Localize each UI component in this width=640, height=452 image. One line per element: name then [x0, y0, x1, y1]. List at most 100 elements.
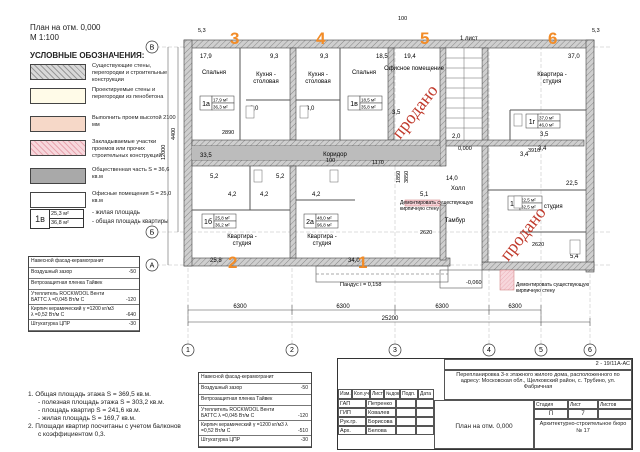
- axis-label: 1: [186, 347, 190, 354]
- legend-item-text: Существующие стены, перегородки и строит…: [92, 63, 168, 83]
- axis-bubble: [145, 40, 159, 54]
- wall-layer-label: Кирпич керамический γ =1200 кг/м3 λ =0,5…: [201, 422, 288, 434]
- title-block-name: Белова: [366, 426, 396, 435]
- dimension-text: 6300: [435, 304, 449, 310]
- sheet-label: Лист: [568, 400, 598, 409]
- apartment-number: 2: [228, 253, 237, 272]
- area-value: 5,2: [210, 174, 219, 180]
- apt-tag-living: 48,0 м²: [317, 216, 332, 221]
- sheet-title: План на отм. 0,000: [434, 400, 534, 449]
- wall-layer-row: Утеплитель ROCKWOOL Венти БАТТС λ =0,045…: [29, 290, 139, 305]
- title-block-name: Петренко: [366, 399, 396, 408]
- apt-tag-total: 36,3 м²: [213, 105, 228, 110]
- axis-label: 3: [393, 347, 397, 354]
- note-line: 2. Площади квартир посчитаны с учетом ба…: [28, 423, 181, 430]
- title-block-cell: [416, 417, 434, 426]
- title-block-col: №док: [384, 389, 400, 399]
- sold-stamp: продано: [495, 203, 549, 265]
- room-area: 17,9: [200, 54, 212, 60]
- apt-tag-total: 32,5 м²: [521, 205, 536, 210]
- area-value: 3,5: [392, 110, 401, 116]
- wall-layer-label: Штукатурка ЦПР: [31, 321, 71, 327]
- room-name: столовая: [253, 79, 279, 85]
- wall-layer-thickness: -50: [128, 269, 136, 275]
- partitions: [192, 48, 586, 233]
- tag-explain-2: - общая площадь квартиры: [92, 219, 169, 225]
- axis-label: 5: [539, 347, 543, 354]
- apt-tag-num: 1б: [204, 218, 212, 226]
- floor-notes: 1. Общая площадь этажа S = 369,5 кв.м. - …: [28, 391, 188, 439]
- sheets-value: [598, 409, 632, 419]
- axis-label: 4: [487, 347, 491, 354]
- dimension-text: 25200: [382, 316, 399, 322]
- axis-bubble: [145, 225, 159, 239]
- area-value: 3,4: [538, 146, 547, 152]
- area-value: 5,4: [570, 254, 579, 260]
- corridor-fill: [192, 146, 440, 160]
- room-name: Квартира -: [227, 234, 257, 240]
- room-name: студия: [233, 241, 252, 247]
- fixtures: [245, 105, 581, 255]
- room-name: Тамбур: [445, 218, 466, 224]
- axis-bubble: [145, 258, 159, 272]
- title-block-col: Подп.: [400, 389, 418, 399]
- wall-layer-thickness: -120: [125, 297, 136, 303]
- area-value: 4,2: [260, 192, 269, 198]
- room-name: Коридор: [323, 152, 347, 158]
- wall-layer-label: Навесной фасад-керамогранит: [31, 258, 104, 264]
- axis-bubble: [181, 343, 195, 357]
- title-block-role: ГИП: [338, 408, 366, 417]
- dimension-text: 4400: [171, 128, 177, 140]
- title-block-col: Кол.уч: [352, 389, 370, 399]
- apt-tag-living: 37,0 м²: [539, 116, 554, 121]
- room-name: Спальня: [202, 70, 226, 76]
- room-area: 34,0: [348, 258, 360, 264]
- sheet-ref: 1 лист: [460, 36, 478, 42]
- note-line: 1. Общая площадь этажа S = 369,5 кв.м.: [28, 391, 151, 398]
- apt-tag-total: 35,8 м²: [361, 105, 376, 110]
- apartment-number: 4: [316, 29, 326, 48]
- axis-label: В: [150, 45, 155, 52]
- room-name: Кухня -: [256, 72, 276, 78]
- title-block-cell: [416, 399, 434, 408]
- axis-bubble: [482, 343, 496, 357]
- room-name: Квартира -: [537, 72, 567, 78]
- area-value: 5,1: [420, 192, 429, 198]
- title-block-cell: [396, 426, 416, 435]
- room-name: студия: [543, 79, 562, 85]
- title-block-cell: [416, 408, 434, 417]
- dimension-text: 5,3: [592, 28, 600, 34]
- note-line: - жилая площадь S = 169,7 кв.м.: [38, 415, 136, 422]
- legend-swatch: [30, 88, 86, 104]
- dimension-text: -0,060: [466, 280, 482, 286]
- axis-label: 6: [588, 347, 592, 354]
- sheets-label: Листов: [598, 400, 632, 409]
- wall-layer-row: Навесной фасад-керамогранит: [199, 373, 311, 384]
- wall-layer-thickness: -640: [125, 312, 136, 318]
- room-name: Холл: [451, 186, 466, 192]
- room-area: 9,3: [270, 54, 279, 60]
- tag-explain-1: - жилая площадь: [92, 210, 140, 216]
- apt-tag-living: 18,5 м²: [361, 98, 376, 103]
- room-name: студия: [313, 241, 332, 247]
- area-value: 3,0: [250, 106, 259, 112]
- axis-bubble: [534, 343, 548, 357]
- dimension-text: 1850: [396, 171, 402, 183]
- title-block-name: Ковалев: [366, 408, 396, 417]
- dimension-text: 1170: [372, 160, 384, 166]
- dimension-text: 3910: [528, 148, 540, 154]
- axis-bubble: [388, 343, 402, 357]
- wall-layer-row: Кирпич керамический γ =1200 кг/м3 λ =0,5…: [199, 421, 311, 436]
- apt-tag-box: [537, 120, 561, 129]
- dimension-text: 5,3: [198, 28, 206, 34]
- apt-tag-living: 25,8 м²: [215, 216, 230, 221]
- apt-tag-total: 46,0 м²: [539, 123, 554, 128]
- page-title: План на отм. 0,000: [30, 23, 101, 32]
- apt-tag-total: 36,2 м²: [215, 223, 230, 228]
- legend-swatch: [30, 64, 86, 80]
- wall-layer-label: Ветрозащитная пленка Тайвек: [201, 396, 273, 402]
- legend-swatch: [30, 116, 86, 132]
- wall-layer-label: Кирпич керамический γ =1200 кг/м3 λ =0,5…: [31, 306, 114, 318]
